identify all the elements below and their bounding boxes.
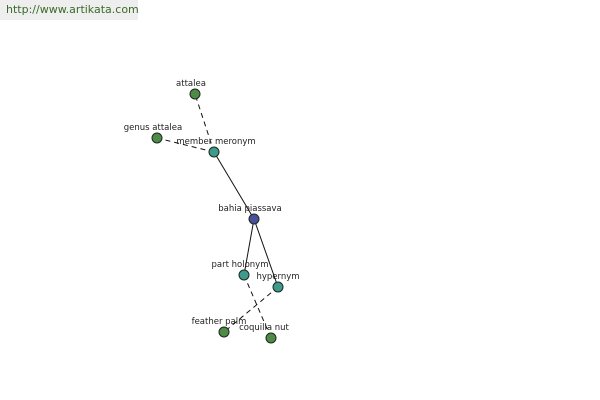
node-genus-attalea[interactable] — [151, 132, 163, 144]
edge-part-holonym-to-coquilla-nut — [243, 274, 272, 339]
site-url-link[interactable]: http://www.artikata.com — [0, 0, 138, 20]
edge-bahia-piassava-to-hypernym — [253, 218, 279, 288]
node-bahia-piassava[interactable] — [248, 213, 260, 225]
edge-member-meronym-to-genus-attalea — [156, 137, 215, 153]
node-coquilla-nut[interactable] — [265, 332, 277, 344]
node-label-bahia-piassava: bahia piassava — [218, 204, 282, 214]
node-label-hypernym: hypernym — [256, 272, 299, 282]
node-label-feather-palm: feather palm — [192, 317, 247, 327]
nodes-layer — [151, 88, 284, 344]
edges-layer — [156, 93, 279, 339]
node-part-holonym[interactable] — [238, 269, 250, 281]
node-label-genus-attalea: genus attalea — [124, 123, 182, 133]
node-feather-palm[interactable] — [218, 326, 230, 338]
node-attalea[interactable] — [189, 88, 201, 100]
node-hypernym[interactable] — [272, 281, 284, 293]
edge-bahia-piassava-to-member-meronym — [213, 151, 255, 220]
node-label-part-holonym: part holonym — [212, 260, 269, 270]
labels-layer: attalea genus attalea member meronym bahia … — [124, 79, 300, 333]
edge-hypernym-to-feather-palm — [223, 286, 279, 333]
node-label-coquilla-nut: coquilla nut — [239, 323, 289, 333]
node-label-member-meronym: member meronym — [176, 137, 255, 147]
edge-member-meronym-to-attalea — [194, 93, 215, 153]
node-label-attalea: attalea — [176, 79, 206, 89]
node-member-meronym[interactable] — [208, 146, 220, 158]
edge-bahia-piassava-to-part-holonym — [243, 218, 255, 276]
